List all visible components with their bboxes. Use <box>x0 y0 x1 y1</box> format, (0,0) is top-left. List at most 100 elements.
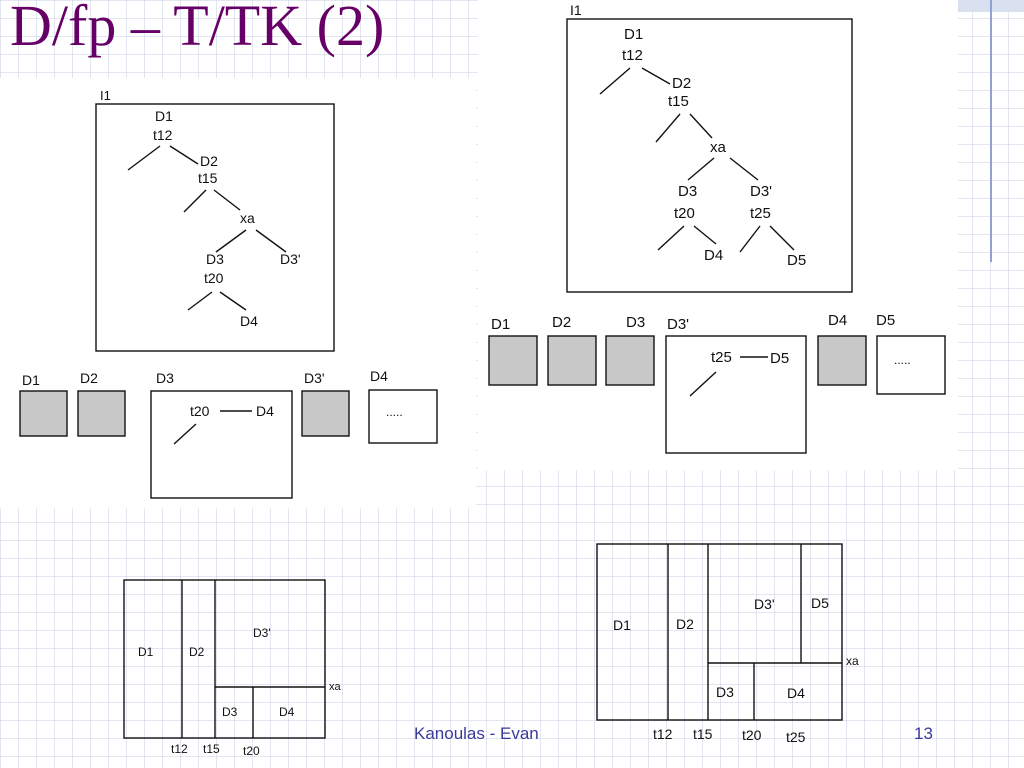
right-tree-node-2: D2 <box>672 75 691 92</box>
right-page-d5 <box>876 335 946 395</box>
right-page-d3b-edge <box>689 371 717 397</box>
right-tree-edge <box>739 225 761 253</box>
left-tree-root: D1 <box>155 108 173 124</box>
left-page-d3b <box>301 390 350 437</box>
right-page-label-d5: D5 <box>876 312 895 329</box>
right-tree-split-5: t25 <box>750 205 771 222</box>
right-region-d3b: D3' <box>754 596 775 612</box>
right-tree-label: I1 <box>570 2 582 18</box>
left-axis-xa: xa <box>329 681 342 693</box>
right-tree-node-4: D4 <box>704 247 723 264</box>
left-tree-edge <box>219 291 247 311</box>
right-tree-frame <box>566 18 853 293</box>
left-tree-edge <box>255 229 287 253</box>
footer-author: Kanoulas - Evan <box>414 724 539 743</box>
page-number: 13 <box>914 724 933 743</box>
right-page-d5-content: ..... <box>894 353 911 367</box>
right-tree-split-3: xa <box>710 139 727 156</box>
right-tree-edge <box>655 113 681 143</box>
right-tree-edge <box>689 113 713 139</box>
left-tree-edge <box>127 145 161 171</box>
right-page-d4 <box>817 335 867 386</box>
right-region-d1: D1 <box>613 617 631 633</box>
left-partition-frame <box>123 579 326 739</box>
right-decor-line <box>990 0 992 262</box>
right-region-d2: D2 <box>676 616 694 632</box>
right-page-label-d1: D1 <box>491 316 510 333</box>
left-page-label-d4: D4 <box>370 368 388 384</box>
right-tree-edge <box>641 67 671 85</box>
right-axis-xa: xa <box>846 654 859 668</box>
right-tree-root-split: t12 <box>622 47 643 64</box>
left-tree-edge <box>169 145 199 165</box>
left-tree-split-3: xa <box>240 210 255 226</box>
right-tree-edge <box>687 157 715 181</box>
left-tree-edge <box>187 291 213 311</box>
left-axis-t15: t15 <box>203 742 220 756</box>
left-partition: D1 D2 D3' D3 D4 xa t12 t15 t20 <box>123 579 342 758</box>
left-page-d4 <box>368 389 438 444</box>
left-region-d1: D1 <box>138 645 154 659</box>
right-page-d3b <box>665 335 807 454</box>
left-page-d3 <box>150 390 293 499</box>
right-tree-split-4: t20 <box>674 205 695 222</box>
left-page-d3-split: t20 <box>190 403 210 419</box>
right-tree-node-3: D3 <box>678 183 697 200</box>
right-tree-edge <box>769 225 795 251</box>
left-tree-edge <box>213 189 241 211</box>
left-tree-label: I1 <box>100 88 111 103</box>
left-page-d2 <box>77 390 126 437</box>
left-tree-node-3: D3 <box>206 251 224 267</box>
left-axis-t20: t20 <box>243 744 260 758</box>
left-region-d3b: D3' <box>253 626 271 640</box>
left-axis-t12: t12 <box>171 742 188 756</box>
right-page-label-d3b: D3' <box>667 316 689 333</box>
left-page-label-d2: D2 <box>80 370 98 386</box>
right-page-d1 <box>488 335 538 386</box>
left-region-d4: D4 <box>279 705 295 719</box>
right-page-label-d4: D4 <box>828 312 847 329</box>
right-tree-edge <box>693 225 717 245</box>
left-page-d3-edge <box>173 423 197 445</box>
left-region-d2: D2 <box>189 645 205 659</box>
right-page-d3b-node: D5 <box>770 350 789 367</box>
right-tree-edge <box>599 67 631 95</box>
right-page-d3b-split: t25 <box>711 349 732 366</box>
left-tree-frame <box>95 103 335 352</box>
right-pages: D1 D2 D3 D3' D4 D5 t25 D5 ..... <box>488 312 946 454</box>
right-axis-t12: t12 <box>653 726 673 742</box>
right-diagram-backdrop <box>478 0 958 470</box>
left-page-label-d3: D3 <box>156 370 174 386</box>
right-axis-t25: t25 <box>786 729 806 745</box>
right-tree-node-3b: D3' <box>750 183 772 200</box>
left-tree-split-4: t20 <box>204 270 224 286</box>
left-page-label-d3b: D3' <box>304 370 325 386</box>
right-tree: I1 D1 t12 D2 t15 xa D3 D3' t20 t25 D4 D5 <box>566 2 853 293</box>
left-tree-root-split: t12 <box>153 127 173 143</box>
left-tree-edge <box>183 189 207 213</box>
right-page-d3 <box>605 335 655 386</box>
left-page-d3-node: D4 <box>256 403 274 419</box>
right-tree-edge <box>657 225 685 251</box>
right-partition-frame <box>596 543 843 721</box>
slide-title: D/fp – T/TK (2) <box>10 0 385 58</box>
left-region-d3: D3 <box>222 705 238 719</box>
right-axis-t20: t20 <box>742 727 762 743</box>
left-tree-node-2: D2 <box>200 153 218 169</box>
right-tree-node-5: D5 <box>787 252 806 269</box>
left-tree-edge <box>215 229 247 253</box>
right-region-d4: D4 <box>787 685 805 701</box>
right-page-d2 <box>547 335 597 386</box>
left-page-label-d1: D1 <box>22 372 40 388</box>
right-axis-t15: t15 <box>693 726 713 742</box>
right-page-label-d3: D3 <box>626 314 645 331</box>
left-tree-node-4: D4 <box>240 313 258 329</box>
right-tree-root: D1 <box>624 26 643 43</box>
left-page-d1 <box>19 390 68 437</box>
left-page-d4-content: ..... <box>386 405 403 419</box>
left-pages: D1 D2 D3 D3' D4 t20 D4 ..... <box>19 368 438 499</box>
right-page-label-d2: D2 <box>552 314 571 331</box>
left-tree: I1 D1 t12 D2 t15 xa D3 D3' t20 D4 <box>95 88 335 352</box>
left-tree-split-2: t15 <box>198 170 218 186</box>
